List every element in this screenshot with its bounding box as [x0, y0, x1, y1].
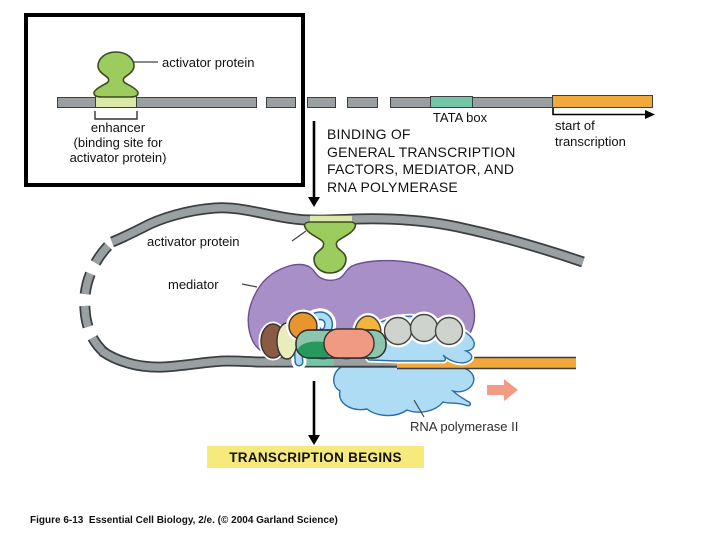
- dna-bar-dash-1: [266, 97, 296, 108]
- enhancer-caption-line2: (binding site for: [73, 135, 163, 150]
- binding-step-line3: FACTORS, MEDIATOR, AND: [327, 161, 515, 177]
- loop-activator-protein-shape: [303, 221, 357, 274]
- inset-box-frame: [24, 13, 305, 187]
- transcription-begins-arrowhead: [308, 435, 320, 445]
- dna-loop-lower-strand: [99, 347, 400, 371]
- enhancer-caption: enhancer (binding site for activator pro…: [26, 120, 210, 165]
- transcribed-region-segment: [552, 95, 653, 108]
- tata-box-segment: [430, 96, 473, 108]
- rna-polymerase-lower-lobe: [333, 366, 475, 417]
- binding-step-line4: RNA POLYMERASE: [327, 178, 458, 195]
- factor-gray-circle-1: [383, 316, 413, 346]
- start-label-line1: start of: [555, 118, 595, 133]
- start-label-line2: transcription: [555, 134, 626, 149]
- dna-bar-dash-3: [347, 97, 378, 108]
- mediator-label: mediator: [168, 277, 219, 292]
- factor-salmon-blob: [323, 328, 375, 359]
- loop-activator-leader-line: [291, 230, 307, 242]
- binding-step-line2: GENERAL TRANSCRIPTION: [327, 143, 516, 160]
- loop-activator-label: activator protein: [147, 234, 240, 249]
- dna-bar-dash-2: [307, 97, 336, 108]
- transcription-begins-banner: TRANSCRIPTION BEGINS: [207, 446, 424, 468]
- transcription-direction-arrow: [487, 379, 518, 401]
- enhancer-bracket: [94, 111, 138, 120]
- binding-step-line1: BINDING OF: [327, 126, 411, 142]
- inset-activator-protein-shape: [93, 51, 139, 98]
- factor-gray-circle-2: [409, 313, 439, 343]
- start-of-transcription-arrow: [552, 108, 645, 116]
- polymerase-leader-line: [413, 399, 425, 418]
- inset-activator-label: activator protein: [162, 55, 255, 70]
- binding-step-arrowhead: [308, 197, 320, 207]
- figure-caption: Figure 6-13 Essential Cell Biology, 2/e.…: [30, 515, 338, 526]
- mediator-leader-line: [241, 283, 258, 288]
- tata-box-label: TATA box: [432, 110, 488, 125]
- dna-loop-dashed-arc: [80, 243, 111, 356]
- start-arrowhead: [645, 110, 655, 119]
- dna-bar-upstream: [57, 97, 257, 108]
- enhancer-caption-line1: enhancer: [90, 120, 146, 135]
- binding-step-text: BINDING OF GENERAL TRANSCRIPTION FACTORS…: [327, 126, 516, 196]
- rna-polymerase-label: RNA polymerase II: [410, 419, 519, 434]
- start-of-transcription-label: start of transcription: [555, 118, 626, 150]
- factor-gray-circle-3: [434, 316, 464, 346]
- dna-loop-upper-strand: [110, 203, 585, 266]
- enhancer-caption-line3: activator protein): [69, 150, 167, 165]
